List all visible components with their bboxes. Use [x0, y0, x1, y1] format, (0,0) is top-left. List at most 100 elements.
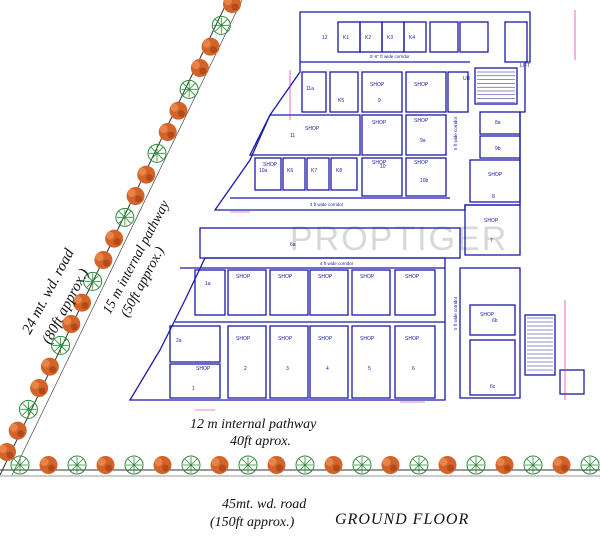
inner-path-line2: 40ft aprox.: [230, 434, 291, 449]
shop-labels: SHOP SHOP SHOP SHOP SHOP SHOP SHOP SHOP …: [196, 63, 530, 372]
unit-box-9a: [405, 114, 447, 156]
unit-box-6b-upper: [394, 269, 436, 316]
shop-label-10a: SHOP: [263, 162, 278, 168]
unit-2a: 2a: [176, 338, 182, 344]
green-tree-icon: [409, 455, 429, 475]
red-tree-icon: [40, 357, 59, 376]
shop-label-4a: SHOP: [318, 274, 333, 280]
shop-label-b: SHOP: [414, 82, 429, 88]
right-lower-wing: [459, 267, 521, 399]
unit-1: 1: [192, 386, 195, 392]
green-tree-icon: [523, 455, 543, 475]
unit-box-6: [394, 325, 436, 399]
lift-label: LIFT: [520, 63, 530, 69]
green-tree-icon: [147, 143, 167, 163]
unit-6b: 6b: [492, 318, 498, 324]
left-tree-row: [0, 0, 241, 461]
unit-box-k4: [403, 21, 427, 53]
unit-11a: 11a: [306, 86, 314, 92]
green-tree-icon: [580, 455, 600, 475]
red-tree-icon: [94, 251, 113, 269]
unit-box-1b: [169, 325, 221, 363]
unit-4: 4: [326, 366, 329, 372]
shop-label-1: SHOP: [196, 366, 211, 372]
unit-box-10b: [405, 157, 447, 197]
unit-box-9b: [479, 135, 521, 159]
red-tree-icon: [158, 123, 177, 141]
bottom-tree-row: [10, 455, 600, 475]
unit-box-k6: [282, 157, 306, 191]
red-tree-icon: [552, 456, 571, 474]
watermark: PROPTIGER: [290, 220, 508, 258]
unit-1a: 1a: [205, 281, 211, 287]
unit-6a: 6a: [290, 242, 296, 248]
unit-10: 10: [380, 164, 386, 170]
unit-k2: K2: [365, 35, 371, 41]
unit-box-top-6: [459, 21, 489, 53]
unit-box-11a: [301, 71, 327, 113]
red-tree-icon: [381, 456, 400, 474]
unit-10a: 10a: [259, 168, 268, 174]
red-tree-icon: [190, 59, 209, 77]
unit-11: 11: [290, 133, 295, 139]
bottom-road-line2: (150ft approx.): [210, 515, 295, 530]
red-tree-icon: [210, 456, 229, 474]
unit-9a: 9a: [420, 138, 426, 144]
green-tree-icon: [352, 455, 372, 475]
shop-label-9a: SHOP: [414, 118, 429, 124]
shop-label-4: SHOP: [318, 336, 333, 342]
lift-core: [504, 21, 528, 63]
unit-6: 6: [412, 366, 415, 372]
corridor-top: 5'-6" ft wide corridor: [370, 54, 410, 59]
unit-labels: 12 K1 K2 K3 K4 11a K5 K6 K7 K8 10a 11 9 …: [176, 35, 501, 392]
red-tree-icon: [8, 421, 27, 440]
unit-k3: K3: [387, 35, 393, 41]
shop-label-2a: SHOP: [236, 274, 251, 280]
unit-box-8: [469, 159, 521, 203]
green-tree-icon: [18, 399, 38, 419]
green-tree-icon: [124, 455, 144, 475]
shop-label-a: SHOP: [370, 82, 385, 88]
unit-box-upper-c: [447, 71, 469, 113]
unit-6c: 6c: [490, 384, 496, 390]
red-tree-icon: [39, 456, 58, 474]
shop-label-3a: SHOP: [278, 274, 293, 280]
unit-box-11: [248, 114, 361, 156]
unit-box-k5: [329, 71, 359, 113]
unit-9-upper: 9: [378, 98, 381, 104]
unit-box-6d: [469, 339, 516, 396]
upper-block-outline: [213, 11, 531, 211]
shop-label-3: SHOP: [278, 336, 293, 342]
shop-label-9: SHOP: [372, 120, 387, 126]
unit-10b: 10b: [420, 178, 429, 184]
building: [128, 11, 585, 401]
red-tree-icon: [30, 379, 49, 397]
green-tree-icon: [10, 455, 30, 475]
shop-label-10: SHOP: [372, 160, 387, 166]
red-tree-icon: [267, 456, 286, 474]
shop-label-11: SHOP: [305, 126, 320, 132]
shop-label-8: SHOP: [488, 172, 503, 178]
unit-box-7: [464, 204, 521, 256]
red-tree-icon: [201, 37, 220, 56]
dimension-marks: [195, 10, 576, 411]
unit-box-4a: [309, 269, 349, 316]
unit-box-8a: [479, 111, 521, 135]
unit-box-10a: [254, 157, 282, 191]
shop-label-5a: SHOP: [360, 274, 375, 280]
unit-12: 12: [322, 35, 328, 41]
corridor-lower: 4 ft wide corridor: [320, 261, 354, 266]
shop-label-5: SHOP: [360, 336, 375, 342]
unit-box-6c: [469, 304, 516, 336]
unit-box-9: [361, 114, 403, 156]
unit-box-4: [309, 325, 349, 399]
unit-9b: 9b: [495, 146, 501, 152]
unit-k7: K7: [311, 168, 317, 174]
green-tree-icon: [115, 207, 135, 227]
shop-label-6: SHOP: [405, 336, 420, 342]
unit-8: 8: [492, 194, 495, 200]
unit-k5: K5: [338, 98, 344, 104]
shop-label-10b: SHOP: [414, 160, 429, 166]
green-tree-icon: [211, 15, 231, 35]
